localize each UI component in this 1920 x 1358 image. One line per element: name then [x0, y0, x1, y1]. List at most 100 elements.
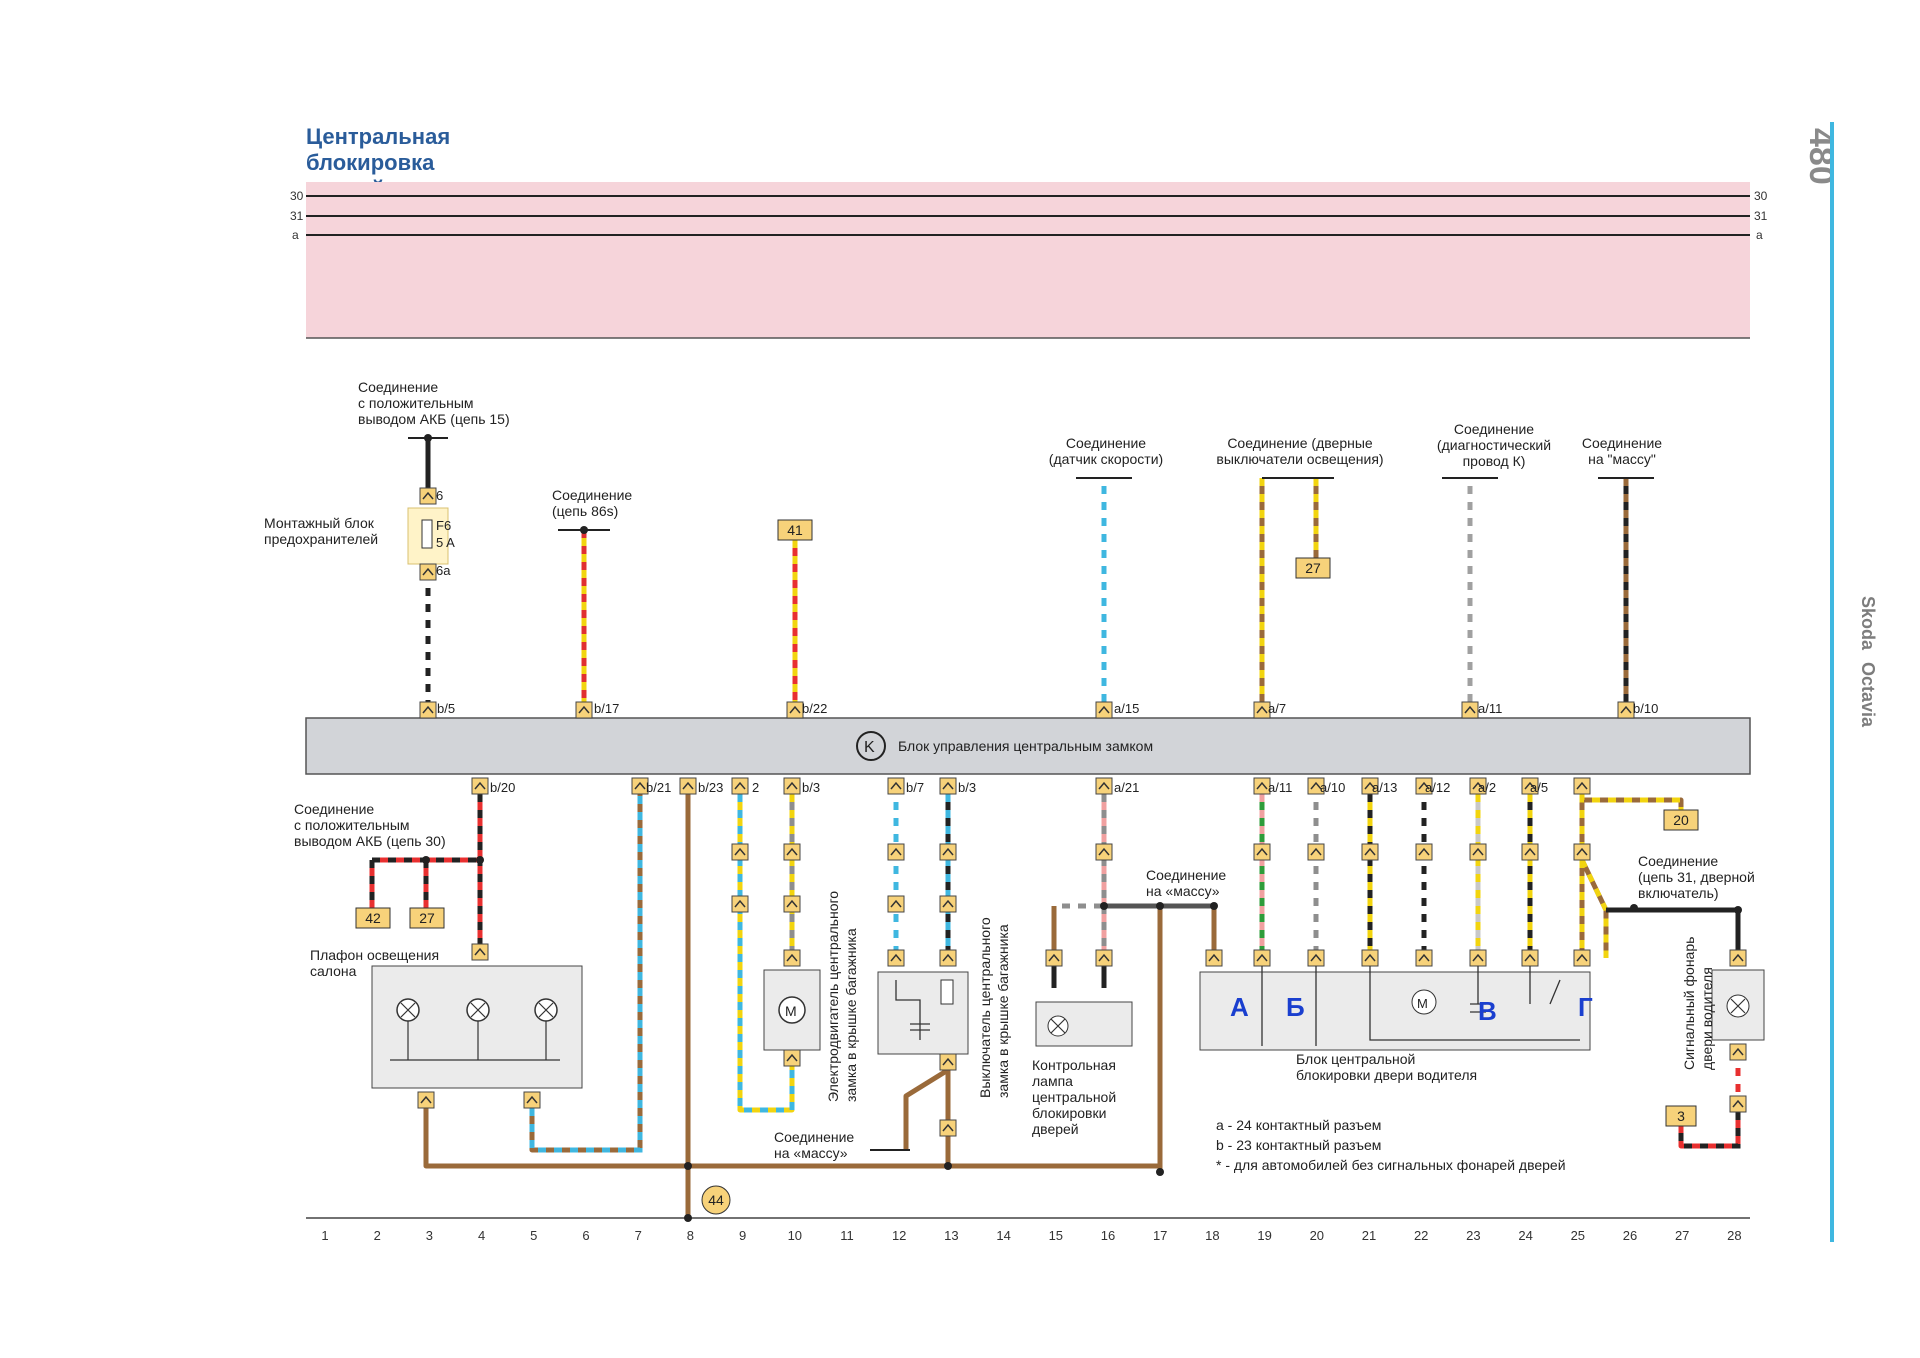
- fuse-id: F6: [436, 518, 451, 533]
- connector-mark: [1310, 953, 1322, 962]
- label-diag-line2: (диагностический: [1437, 437, 1551, 453]
- connector-body: [887, 949, 905, 967]
- junction-12: [1630, 904, 1638, 912]
- letter-a: А: [1230, 992, 1249, 1022]
- connector-body: [1095, 949, 1113, 967]
- connector-20: [783, 843, 801, 861]
- connector-body: [1729, 949, 1747, 967]
- connector-body: [1573, 949, 1591, 967]
- connector-mark: [1256, 847, 1268, 856]
- label-switch-line2: замка в крышке багажника: [995, 924, 1011, 1098]
- pin-label-b23: b/23: [698, 780, 723, 795]
- rail-label-30-right: 30: [1754, 189, 1768, 203]
- connector-body: [419, 701, 437, 719]
- label-door-switch: Соединение (дверные выключатели освещени…: [1216, 435, 1383, 467]
- connector-mark: [1620, 705, 1632, 714]
- grid-number-3: 3: [426, 1228, 433, 1243]
- driver-unit-box: [1199, 971, 1591, 1051]
- grid-number-9: 9: [739, 1228, 746, 1243]
- box-27-top: [1295, 557, 1331, 579]
- connector-body: [887, 777, 905, 795]
- ground-44: [701, 1185, 731, 1215]
- connector-mark: [1364, 953, 1376, 962]
- connector-mark: [1472, 847, 1484, 856]
- connector-body: [1729, 1095, 1747, 1113]
- connector-59: [1573, 949, 1591, 967]
- connector-33: [939, 1119, 957, 1137]
- wire-stripe-40: [1579, 858, 1609, 958]
- connector-5: [786, 701, 804, 719]
- pin-label-a2: a/2: [1478, 780, 1496, 795]
- label-speed-line1: Соединение: [1066, 435, 1146, 451]
- rail-label-31-right: 31: [1754, 209, 1768, 223]
- rail-band: [306, 182, 1750, 338]
- connector-mark: [1524, 847, 1536, 856]
- connector-10: [471, 777, 489, 795]
- connector-body: [631, 777, 649, 795]
- connector-body: [1095, 777, 1113, 795]
- pin-label-a12: a/12: [1425, 780, 1450, 795]
- label-acc15-line1: Соединение: [358, 379, 438, 395]
- connector-mark: [1472, 781, 1484, 790]
- rail-label-a-left: a: [292, 228, 299, 242]
- connector-51: [1469, 777, 1487, 795]
- pin-label-a7: a/7: [1268, 701, 1286, 716]
- connector-31: [939, 949, 957, 967]
- label-ground-top: Соединение на "массу": [1582, 435, 1662, 467]
- connector-29: [939, 843, 957, 861]
- connector-body: [1521, 843, 1539, 861]
- label-diag: Соединение (диагностический провод К): [1437, 421, 1551, 469]
- connector-22: [783, 949, 801, 967]
- wire-stripe-17: [737, 794, 795, 1113]
- label-acc30-line1: Соединение: [294, 801, 374, 817]
- label-diag-line3: провод К): [1463, 453, 1526, 469]
- lamp-bulb-cross-3: [538, 1002, 554, 1018]
- wire-40: [1579, 858, 1609, 958]
- connector-mark: [1418, 953, 1430, 962]
- connector-body: [1469, 777, 1487, 795]
- connector-body: [1415, 843, 1433, 861]
- connector-body: [1415, 949, 1433, 967]
- connector-mark: [786, 953, 798, 962]
- connector-13: [523, 1091, 541, 1109]
- grid-number-15: 15: [1049, 1228, 1063, 1243]
- connector-12: [417, 1091, 435, 1109]
- label-c31-line1: Соединение: [1638, 853, 1718, 869]
- pin-label-2: 2: [752, 780, 759, 795]
- pin-label-6a: 6a: [436, 563, 451, 578]
- connector-body: [1573, 843, 1591, 861]
- trunk-motor-symbol: [778, 996, 806, 1024]
- pin-label-b3a: b/3: [802, 780, 820, 795]
- connector-mark: [890, 899, 902, 908]
- connector-body: [1469, 949, 1487, 967]
- grid-number-27: 27: [1675, 1228, 1689, 1243]
- wire-stripe-39: [1579, 794, 1684, 810]
- label-fuse-block-line1: Монтажный блок: [264, 515, 375, 531]
- wires: [369, 438, 1741, 1218]
- junction-3: [476, 856, 484, 864]
- connector-body: [939, 1119, 957, 1137]
- connector-body: [939, 949, 957, 967]
- trunk-motor-m-label: M: [785, 1003, 797, 1019]
- driver-unit-internal-wiring: [1261, 966, 1580, 1046]
- connector-body: [939, 1053, 957, 1071]
- connector-body: [1617, 701, 1635, 719]
- connector-mark: [1732, 953, 1744, 962]
- connector-mark: [1524, 953, 1536, 962]
- connector-mark: [734, 847, 746, 856]
- grid-number-12: 12: [892, 1228, 906, 1243]
- grid-number-5: 5: [530, 1228, 537, 1243]
- connector-mark: [422, 567, 434, 576]
- connector-52: [1469, 843, 1487, 861]
- label-c86: Соединение (цепь 86s): [552, 487, 632, 519]
- label-diag-line1: Соединение: [1454, 421, 1534, 437]
- connector-body: [1253, 701, 1271, 719]
- note-star: * - для автомобилей без сигнальных фонар…: [1216, 1157, 1566, 1173]
- connector-mark: [1256, 781, 1268, 790]
- connector-28: [939, 777, 957, 795]
- junction-4: [422, 856, 430, 864]
- fuse-element: [421, 519, 433, 549]
- label-switch-line1: Выключатель центрального: [977, 917, 993, 1098]
- note-b: b - 23 контактный разъем: [1216, 1137, 1381, 1153]
